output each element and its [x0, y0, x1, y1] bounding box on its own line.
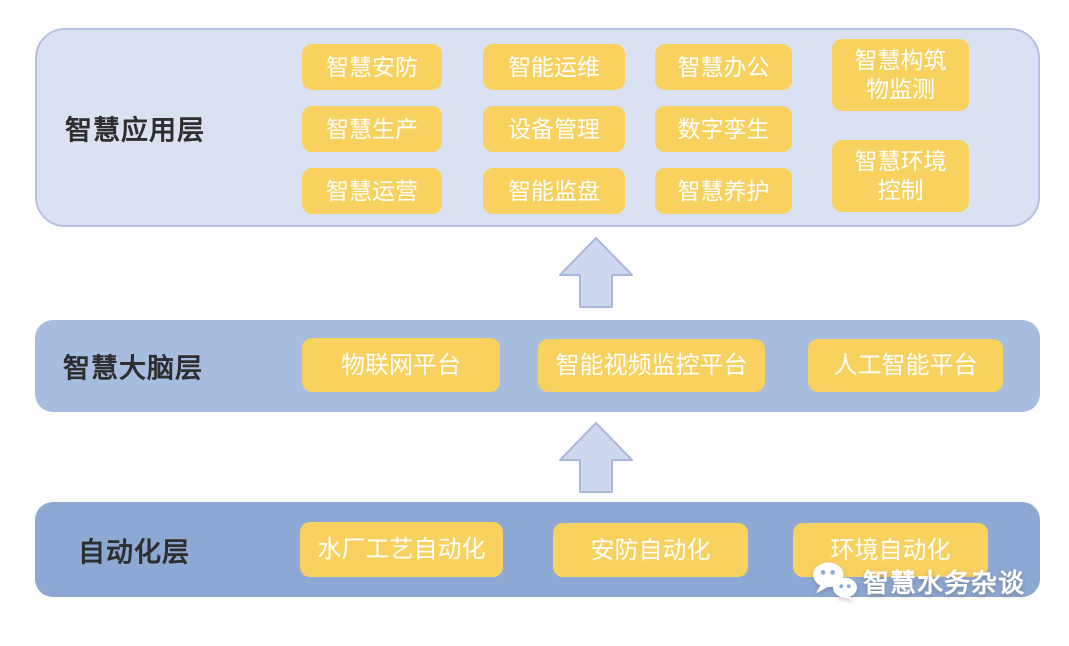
- up-arrow-icon: [559, 422, 633, 493]
- node-security-automation: 安防自动化: [553, 523, 748, 577]
- app-column-1: 智慧安防 智慧生产 智慧运营: [302, 44, 442, 214]
- node-equipment-management: 设备管理: [483, 106, 625, 152]
- layer-label-automation: 自动化层: [78, 537, 190, 567]
- watermark: 智慧水务杂谈: [812, 561, 1025, 601]
- app-column-2: 智能运维 设备管理 智能监盘: [483, 44, 625, 214]
- layer-smart-brain: 智慧大脑层 物联网平台 智能视频监控平台 人工智能平台: [35, 320, 1040, 412]
- layer-automation: 自动化层 水厂工艺自动化 安防自动化 环境自动化: [35, 502, 1040, 597]
- node-smart-production: 智慧生产: [302, 106, 442, 152]
- node-plant-process-automation: 水厂工艺自动化: [300, 522, 503, 577]
- node-ai-platform: 人工智能平台: [808, 339, 1003, 392]
- node-structure-monitoring: 智慧构筑 物监测: [832, 39, 969, 111]
- node-iot-platform: 物联网平台: [302, 338, 500, 392]
- layer-label-smart-application: 智慧应用层: [65, 115, 205, 145]
- up-arrow-icon: [559, 237, 633, 308]
- node-smart-security: 智慧安防: [302, 44, 442, 90]
- watermark-text: 智慧水务杂谈: [863, 567, 1026, 598]
- layer-label-smart-brain: 智慧大脑层: [63, 353, 203, 384]
- node-digital-twin: 数字孪生: [655, 106, 792, 152]
- node-intelligent-om: 智能运维: [483, 44, 625, 90]
- node-smart-operation: 智慧运营: [302, 168, 442, 214]
- app-column-3: 智慧办公 数字孪生 智慧养护: [655, 44, 792, 214]
- node-intelligent-dashboard: 智能监盘: [483, 168, 625, 214]
- layer-smart-application: 智慧应用层 智慧安防 智慧生产 智慧运营 智能运维 设备管理 智能监盘 智慧办公…: [35, 28, 1040, 227]
- node-environment-control: 智慧环境 控制: [832, 140, 969, 212]
- app-column-4: 智慧构筑 物监测 智慧环境 控制: [832, 39, 969, 212]
- wechat-icon: [813, 562, 857, 601]
- node-smart-maintenance: 智慧养护: [655, 168, 792, 214]
- node-video-surveillance-platform: 智能视频监控平台: [538, 339, 765, 392]
- node-smart-office: 智慧办公: [655, 44, 792, 90]
